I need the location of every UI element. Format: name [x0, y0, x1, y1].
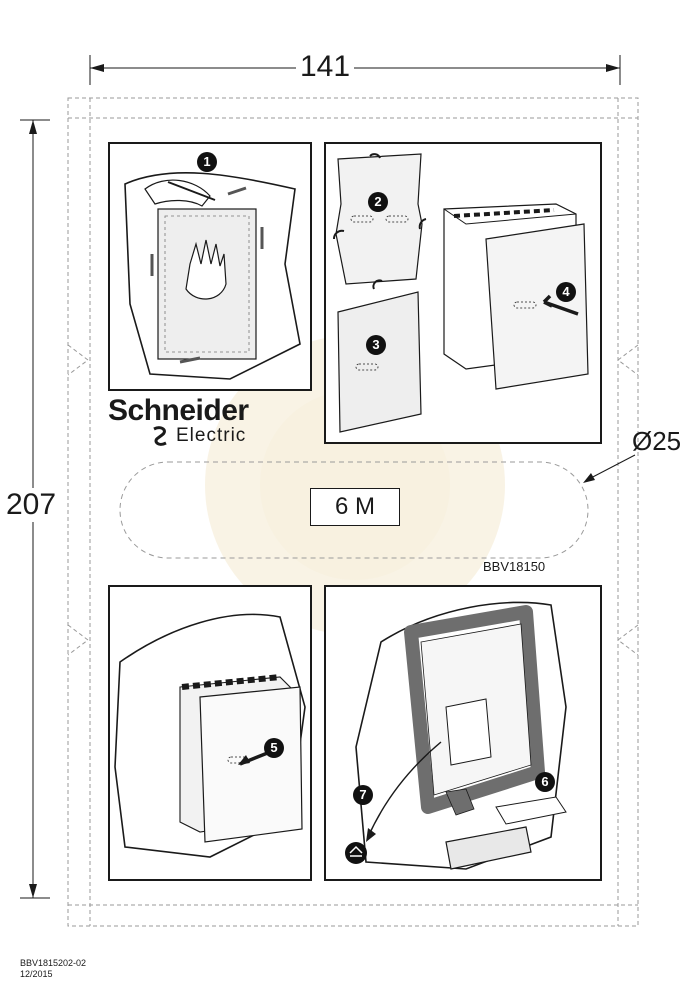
step-5-badge: 5 [264, 738, 284, 758]
step-1-badge: 1 [197, 152, 217, 172]
panel-5-illustration [114, 613, 306, 858]
panel-6-7-illustration [345, 601, 567, 870]
mounting-slot-outline [119, 461, 589, 559]
panel-steps-6-7: 6 7 [324, 585, 602, 881]
brand-logo-icon [153, 426, 167, 446]
panel-1-illustration [124, 172, 301, 380]
step-4-badge: 4 [556, 282, 576, 302]
height-label: 207 [6, 488, 57, 522]
panel-step-5: 5 [108, 585, 312, 881]
width-dimension-line [89, 55, 621, 85]
step-3-badge: 3 [366, 335, 386, 355]
panel-steps-2-4: 2 3 4 [324, 142, 602, 444]
step-6-badge: 6 [535, 772, 555, 792]
footer-doc-code: BBV1815202-02 [20, 958, 87, 968]
footer-date: 12/2015 [20, 969, 53, 979]
step-7-badge: 7 [353, 785, 373, 805]
diameter-arrow [583, 454, 636, 483]
diameter-label: Ø25 [632, 426, 682, 456]
width-label: 141 [296, 50, 355, 84]
brand-sub: Electric [176, 425, 247, 446]
product-ref: BBV18150 [483, 559, 546, 574]
step-2-badge: 2 [368, 192, 388, 212]
panel-2-4-illustration [333, 153, 589, 433]
module-label: 6 M [310, 488, 400, 526]
brand-name: Schneider [108, 394, 249, 427]
panel-step-1: 1 [108, 142, 312, 391]
recycle-icon [345, 842, 367, 864]
